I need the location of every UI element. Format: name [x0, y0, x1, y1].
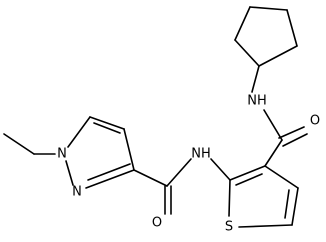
atom-label-N_pz2: N	[72, 185, 82, 200]
bond-23	[282, 133, 308, 147]
bond-19	[238, 224, 293, 228]
atom-layer: N N NH NH O O S	[57, 94, 320, 235]
atom-NH_mid: NH	[191, 147, 211, 162]
atom-NH_top: NH	[247, 94, 267, 109]
bond-4	[93, 122, 121, 134]
bond-25	[251, 65, 260, 93]
bond-3	[89, 116, 125, 130]
bond-20	[228, 179, 231, 217]
bond-8	[65, 160, 74, 186]
bond-22	[278, 126, 305, 139]
atom-label-O_top: O	[310, 114, 320, 129]
atom-O_top: O	[310, 114, 320, 129]
atom-label-O_bot: O	[152, 216, 162, 231]
bond-18	[284, 189, 290, 219]
atom-label-N_pz1: N	[57, 147, 67, 162]
bond-30	[258, 45, 298, 67]
bond-15	[235, 173, 263, 186]
atom-S_th: S	[225, 220, 233, 235]
bond-26	[234, 39, 260, 67]
atom-label-S_th: S	[225, 220, 233, 235]
bond-14	[229, 165, 266, 181]
bond-0	[3, 133, 35, 155]
atom-label-NH_mid: NH	[191, 147, 211, 162]
bond-2	[67, 116, 91, 148]
atom-label-NH_top: NH	[247, 94, 267, 109]
bond-27	[234, 6, 251, 41]
bond-13	[210, 158, 231, 181]
atom-N_pz2: N	[72, 185, 82, 200]
bond-12	[166, 158, 192, 187]
bond-24	[263, 109, 283, 141]
bond-17	[291, 187, 299, 226]
bond-layer	[3, 6, 308, 228]
bond-16	[264, 165, 299, 189]
atom-N_pz1: N	[57, 147, 67, 162]
bond-21	[264, 139, 283, 167]
atom-O_bot: O	[152, 216, 162, 231]
bond-6	[85, 169, 135, 189]
bond-7	[87, 163, 131, 181]
bond-9	[133, 169, 168, 187]
bond-29	[286, 9, 298, 47]
bond-28	[249, 6, 288, 11]
bond-5	[123, 128, 135, 171]
